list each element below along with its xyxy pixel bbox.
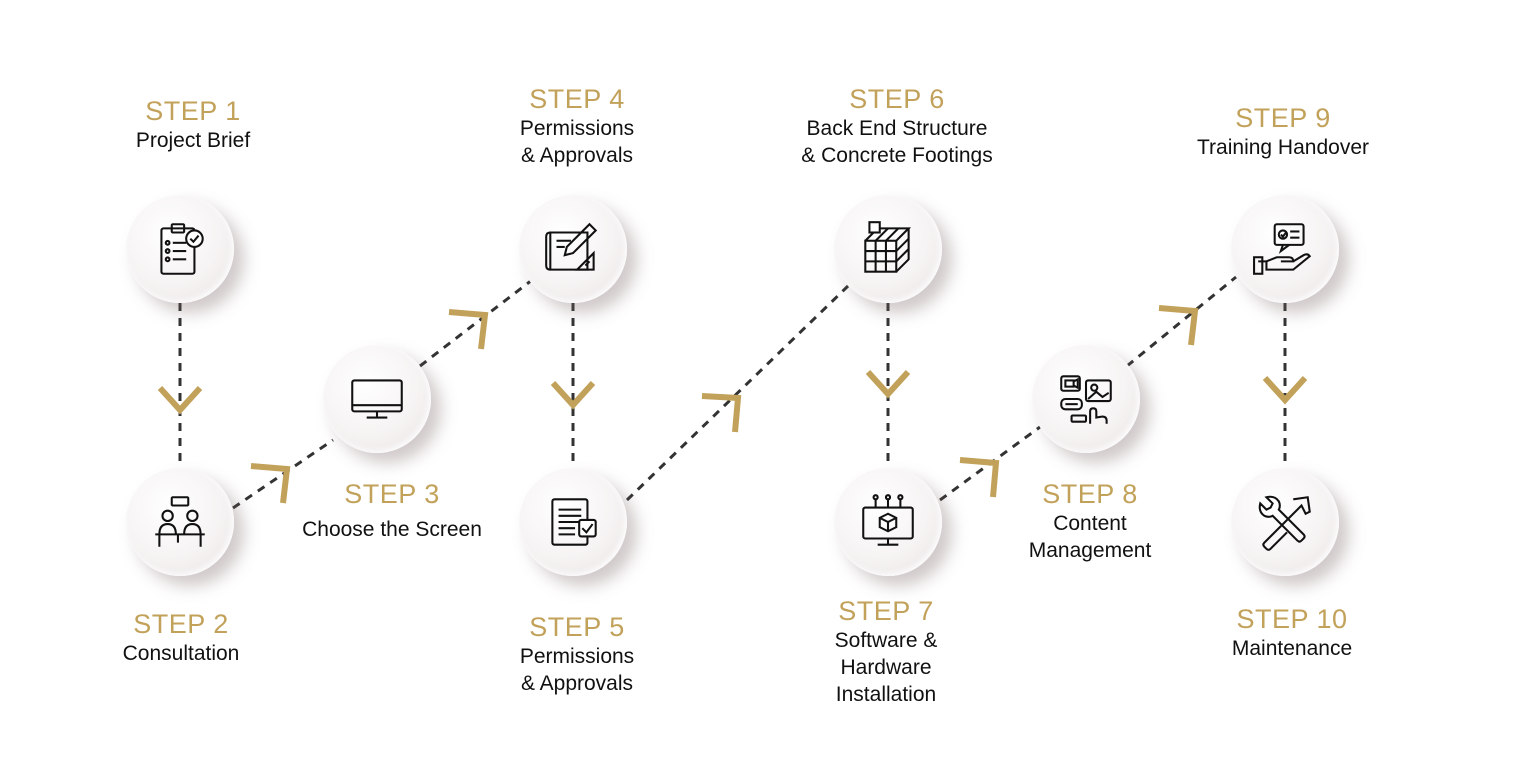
chevron-right-up-icon xyxy=(701,393,742,433)
step-7-text: STEP 7 Software & Hardware Installation xyxy=(835,595,938,708)
step-4-number: STEP 4 xyxy=(529,84,625,114)
step-10-circle xyxy=(1231,468,1339,576)
step-5-label-line-2: & Approvals xyxy=(520,672,634,695)
step-4-label-line-1: Permissions xyxy=(519,117,635,140)
step-1-number: STEP 1 xyxy=(145,96,241,126)
blueprint-pencil-icon xyxy=(545,222,598,271)
step-4-circle xyxy=(519,195,627,303)
step-7-number: STEP 7 xyxy=(838,596,934,626)
monitor-cube-icon xyxy=(862,494,914,546)
step-4-text: STEP 4 Permissions & Approvals xyxy=(520,83,634,169)
step-8-label-line-1: Content xyxy=(1053,512,1127,535)
step-9-circle xyxy=(1231,195,1339,303)
step-5-number: STEP 5 xyxy=(529,612,625,642)
step-4-label-line-2: & Approvals xyxy=(520,144,634,167)
step-3-circle xyxy=(323,345,431,453)
step-6-label-line-2: & Concrete Footings xyxy=(801,144,993,167)
step-6-circle xyxy=(834,195,942,303)
chevron-down-icon xyxy=(550,380,596,410)
step-8-number: STEP 8 xyxy=(1042,479,1138,509)
chevron-right-up-icon xyxy=(448,309,489,350)
step-7-label-line-2: Hardware xyxy=(840,656,932,679)
step-3-text: STEP 3 Choose the Screen xyxy=(302,478,482,543)
tools-icon xyxy=(1258,495,1311,551)
step-2-circle xyxy=(126,468,234,576)
media-content-icon xyxy=(1060,375,1112,424)
step-1-circle xyxy=(126,195,234,303)
step-5-circle xyxy=(519,468,627,576)
chevron-down-icon xyxy=(1262,375,1308,405)
step-5-label-line-1: Permissions xyxy=(519,645,635,668)
step-8-circle xyxy=(1032,345,1140,453)
document-check-icon xyxy=(551,498,597,546)
step-3-label: Choose the Screen xyxy=(302,518,482,541)
step-10-number: STEP 10 xyxy=(1236,604,1348,634)
step-6-text: STEP 6 Back End Structure & Concrete Foo… xyxy=(801,83,992,169)
chevron-right-up-icon xyxy=(1158,305,1199,346)
clipboard-checklist-icon xyxy=(160,223,204,275)
step-8-text: STEP 8 Content Management xyxy=(1029,478,1152,564)
step-9-text: STEP 9 Training Handover xyxy=(1197,102,1369,161)
hand-message-icon xyxy=(1253,223,1312,275)
step-8-label-line-2: Management xyxy=(1028,539,1152,562)
chevron-down-icon xyxy=(865,369,911,399)
step-6-label-line-1: Back End Structure xyxy=(806,117,988,140)
step-3-number: STEP 3 xyxy=(344,479,440,509)
meeting-desk-icon xyxy=(155,496,205,547)
step-2-text: STEP 2 Consultation xyxy=(123,608,240,667)
monitor-icon xyxy=(351,379,403,419)
step-2-label: Consultation xyxy=(122,642,240,665)
chevron-right-up-icon xyxy=(959,457,1000,498)
chevron-down-icon xyxy=(157,385,203,415)
step-6-number: STEP 6 xyxy=(849,84,945,114)
step-5-text: STEP 5 Permissions & Approvals xyxy=(520,611,634,697)
step-1-text: STEP 1 Project Brief xyxy=(136,95,250,154)
step-10-label: Maintenance xyxy=(1231,637,1353,660)
step-7-circle xyxy=(834,468,942,576)
cube-grid-icon xyxy=(864,221,912,273)
step-9-number: STEP 9 xyxy=(1235,103,1331,133)
step-2-number: STEP 2 xyxy=(133,609,229,639)
step-7-label-line-3: Installation xyxy=(835,683,937,706)
step-1-label: Project Brief xyxy=(135,129,251,152)
step-9-label: Training Handover xyxy=(1197,136,1369,159)
chevron-right-up-icon xyxy=(250,463,291,504)
step-10-text: STEP 10 Maintenance xyxy=(1232,603,1352,662)
step-7-label-line-1: Software & xyxy=(834,629,938,652)
